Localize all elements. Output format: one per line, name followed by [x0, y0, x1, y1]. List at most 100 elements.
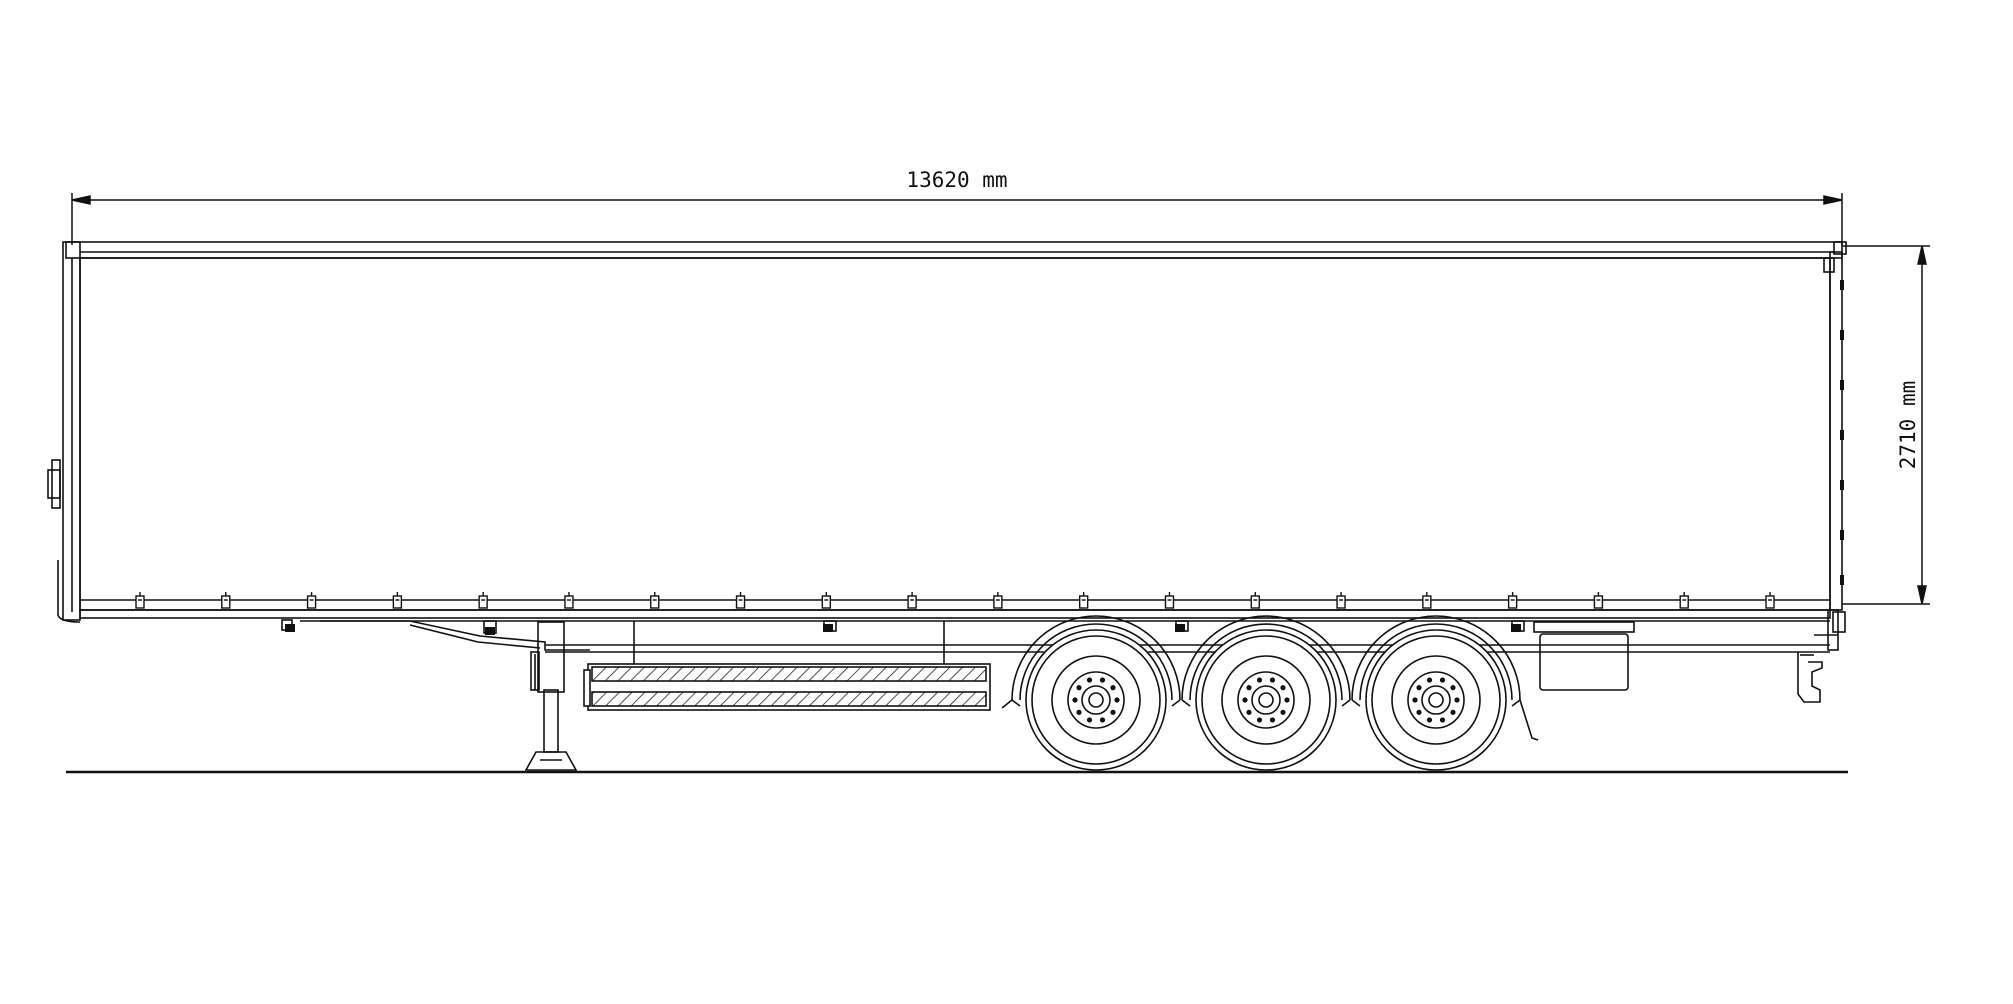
- curtain-strap: [1078, 592, 1089, 609]
- wheel-stud: [1086, 717, 1093, 723]
- mudguard-lead: [1001, 699, 1013, 709]
- wheel-stud: [1086, 677, 1093, 683]
- height-arrow-top: [1917, 245, 1927, 265]
- front-light-bracket: [51, 459, 61, 509]
- landing-leg-tube: [543, 689, 559, 753]
- side-marker-lamp: [1511, 624, 1521, 632]
- curtain-strap: [221, 592, 231, 609]
- wheel-stud: [1114, 697, 1120, 703]
- wheel-stud: [1246, 709, 1252, 715]
- rear-frame-end: [1827, 609, 1839, 651]
- rear-equipment: [1533, 621, 1823, 703]
- wheels: [1025, 629, 1507, 771]
- rear-bumper: [1797, 652, 1823, 703]
- wheel-stud: [1416, 709, 1422, 715]
- roof-rail: [65, 241, 1843, 259]
- mudguard: [1181, 615, 1351, 707]
- side-marker-lamp: [285, 624, 295, 632]
- curtain-strap: [1422, 592, 1432, 609]
- gooseneck-underside: [320, 620, 590, 651]
- curtain-strap: [1507, 592, 1518, 609]
- landing-leg-gearbox: [537, 621, 565, 693]
- wheel-stud: [1280, 685, 1286, 691]
- chassis: [281, 619, 1830, 668]
- height-dimension-label: 2710 mm: [1896, 381, 1920, 470]
- mudguards: [1001, 615, 1539, 741]
- mudguard-tail: [1519, 699, 1539, 741]
- wheel-stud: [1439, 677, 1446, 683]
- mudguard: [1011, 615, 1181, 707]
- toolbox-endcap-left: [583, 669, 591, 707]
- curtain-strap: [907, 592, 917, 609]
- wheel-stud: [1269, 677, 1276, 683]
- wheel-stud: [1256, 717, 1263, 723]
- landing-leg-foot: [524, 751, 578, 771]
- spare-wheel-carrier: [1539, 633, 1629, 691]
- wheel-stud: [1099, 677, 1106, 683]
- wheel-stud: [1072, 697, 1078, 703]
- toolbox-hatch-top: [591, 666, 987, 682]
- wheel-stud: [1269, 717, 1276, 723]
- wheel-stud: [1454, 697, 1460, 703]
- curtain-strap: [993, 592, 1003, 609]
- curtain-strap: [650, 592, 660, 609]
- curtain-strap: [478, 592, 488, 609]
- side-marker-lamp: [485, 627, 495, 635]
- wheel-stud: [1256, 677, 1263, 683]
- wheel-stud: [1450, 685, 1456, 691]
- curtain-panel: [79, 257, 1831, 611]
- underside-bracket-3: [1175, 620, 1189, 632]
- gooseneck-lower: [409, 624, 541, 649]
- curtain-strap: [821, 592, 832, 609]
- rear-corner-bracket: [1823, 257, 1835, 273]
- front-marker-light: [47, 469, 61, 499]
- wheel-stud: [1426, 677, 1433, 683]
- curtain-strap: [564, 592, 574, 609]
- curtain-strap: [135, 592, 145, 609]
- rear-top-corner: [1833, 241, 1847, 255]
- curtain-strap: [1164, 592, 1175, 609]
- side-marker-lamp: [823, 624, 833, 632]
- rear-light-housing: [1832, 611, 1846, 633]
- wheel-stud: [1280, 709, 1286, 715]
- curtain-strap: [1765, 592, 1775, 609]
- length-arrow-right: [1823, 195, 1843, 205]
- wheel-stud: [1439, 717, 1446, 723]
- kingpin-stub: [281, 619, 293, 631]
- height-arrow-bottom: [1917, 585, 1927, 605]
- curtain-strap: [1336, 592, 1346, 609]
- curtain-straps: [135, 592, 1775, 635]
- spare-carrier-mount: [1533, 621, 1635, 633]
- curtain-strap: [735, 592, 746, 609]
- length-arrow-left: [71, 195, 91, 205]
- toolbox-hatch-bottom: [591, 691, 987, 707]
- side-marker-lamp: [1175, 624, 1185, 632]
- wheel-stud: [1099, 717, 1106, 723]
- wheel: [1025, 629, 1167, 771]
- wheel-stud: [1426, 717, 1433, 723]
- landing-leg: [524, 621, 578, 771]
- front-wall: [62, 241, 81, 621]
- wheel-stud: [1284, 697, 1290, 703]
- rear-post-studs: [1840, 280, 1844, 585]
- curtain-strap: [1679, 592, 1689, 609]
- length-dimension: [71, 193, 1843, 245]
- curtain-strap: [1250, 592, 1260, 609]
- wheel-stud: [1246, 685, 1252, 691]
- wheel-stud: [1110, 685, 1116, 691]
- trailer-body: [47, 241, 1847, 651]
- wheel-stud: [1450, 709, 1456, 715]
- height-dimension: [1842, 245, 1930, 605]
- side-toolbox: [583, 663, 991, 711]
- curtain-strap: [1593, 592, 1604, 609]
- wheel-stud: [1076, 685, 1082, 691]
- wheel-stud: [1412, 697, 1418, 703]
- curtain-strap: [392, 592, 403, 609]
- underside-bracket-4: [1511, 620, 1525, 632]
- length-dimension-label: 13620 mm: [906, 168, 1007, 192]
- underside-bracket-2: [823, 620, 837, 632]
- wheel-stud: [1416, 685, 1422, 691]
- wheel: [1195, 629, 1337, 771]
- wheel-stud: [1242, 697, 1248, 703]
